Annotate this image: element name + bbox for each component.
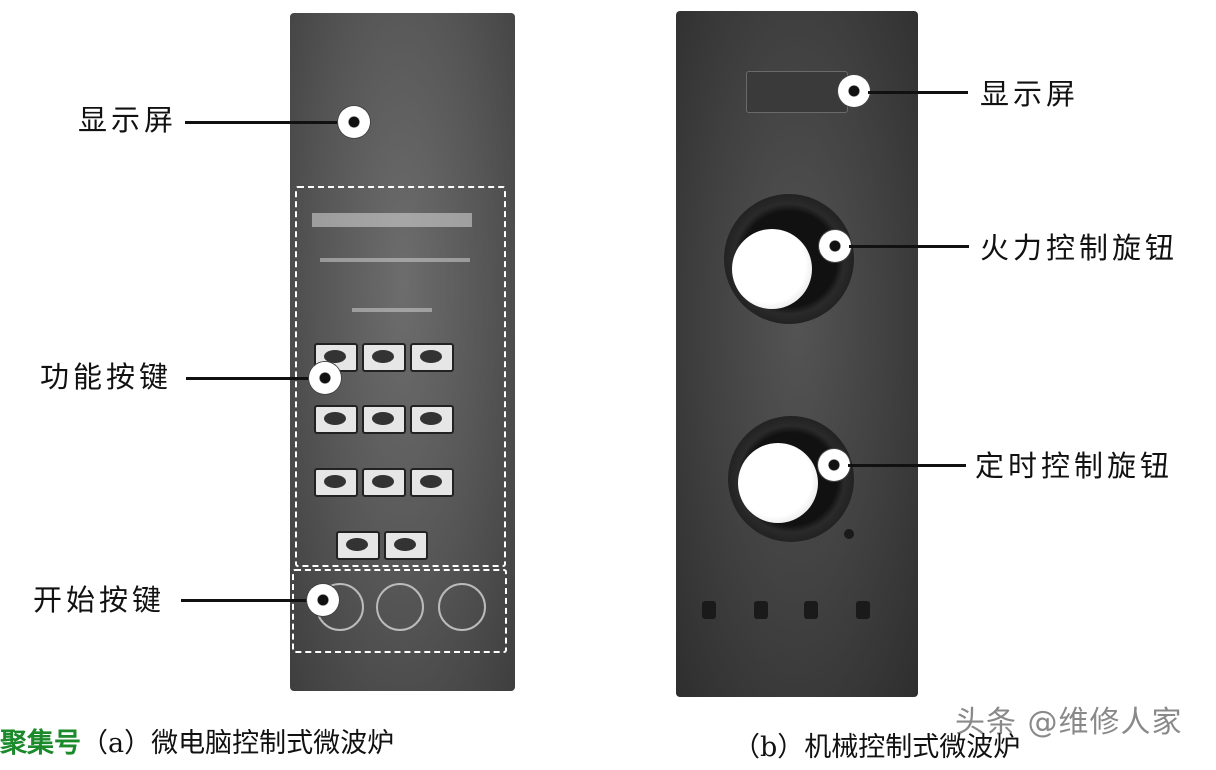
callout-marker (338, 106, 370, 138)
leader-line (849, 245, 969, 248)
leader-line (186, 377, 311, 380)
label-display-b: 显示屏 (980, 77, 1080, 111)
callout-marker (819, 230, 851, 262)
caption-a-text: （a）微电脑控制式微波炉 (81, 728, 395, 759)
power-knob-cap (732, 229, 812, 309)
callout-marker (307, 584, 339, 616)
indicator-dot (844, 529, 854, 539)
caption-a: 聚集号（a）微电脑控制式微波炉 (0, 727, 394, 761)
function-button[interactable] (410, 468, 454, 497)
callout-marker (309, 362, 341, 394)
leader-line (185, 121, 340, 124)
function-button[interactable] (410, 405, 454, 434)
function-button[interactable] (362, 343, 406, 372)
caption-b: （b）机械控制式微波炉 (733, 732, 1021, 763)
label-timer-knob: 定时控制旋钮 (975, 449, 1174, 483)
function-button[interactable] (314, 405, 358, 434)
panel-text-strip (312, 213, 472, 227)
source-tag: 聚集号 (0, 728, 81, 759)
start-button[interactable] (438, 583, 486, 631)
microcomputer-control-panel (290, 13, 515, 691)
panel-text-strip (320, 258, 470, 262)
indicator-icon (856, 601, 870, 619)
indicator-icon (804, 601, 818, 619)
start-button[interactable] (376, 583, 424, 631)
function-button[interactable] (336, 531, 380, 560)
label-display-a: 显示屏 (78, 103, 178, 137)
function-keys-region (295, 186, 506, 567)
label-function-keys: 功能按键 (40, 360, 173, 394)
leader-line (868, 91, 968, 94)
mechanical-control-panel (676, 11, 918, 697)
function-button[interactable] (362, 468, 406, 497)
watermark: 头条 @维修人家 (955, 705, 1183, 740)
function-button[interactable] (362, 405, 406, 434)
leader-line (848, 464, 966, 467)
panel-text-strip (352, 308, 432, 312)
function-button[interactable] (314, 468, 358, 497)
function-button[interactable] (384, 531, 428, 560)
start-keys-region (292, 569, 507, 653)
indicator-icon (702, 601, 716, 619)
label-start-keys: 开始按键 (33, 583, 166, 617)
callout-marker (818, 449, 850, 481)
timer-knob-cap (738, 443, 818, 523)
label-power-knob: 火力控制旋钮 (980, 231, 1179, 265)
callout-marker (838, 75, 870, 107)
leader-line (181, 599, 309, 602)
indicator-icon (754, 601, 768, 619)
function-button[interactable] (410, 343, 454, 372)
display-window (746, 71, 848, 113)
